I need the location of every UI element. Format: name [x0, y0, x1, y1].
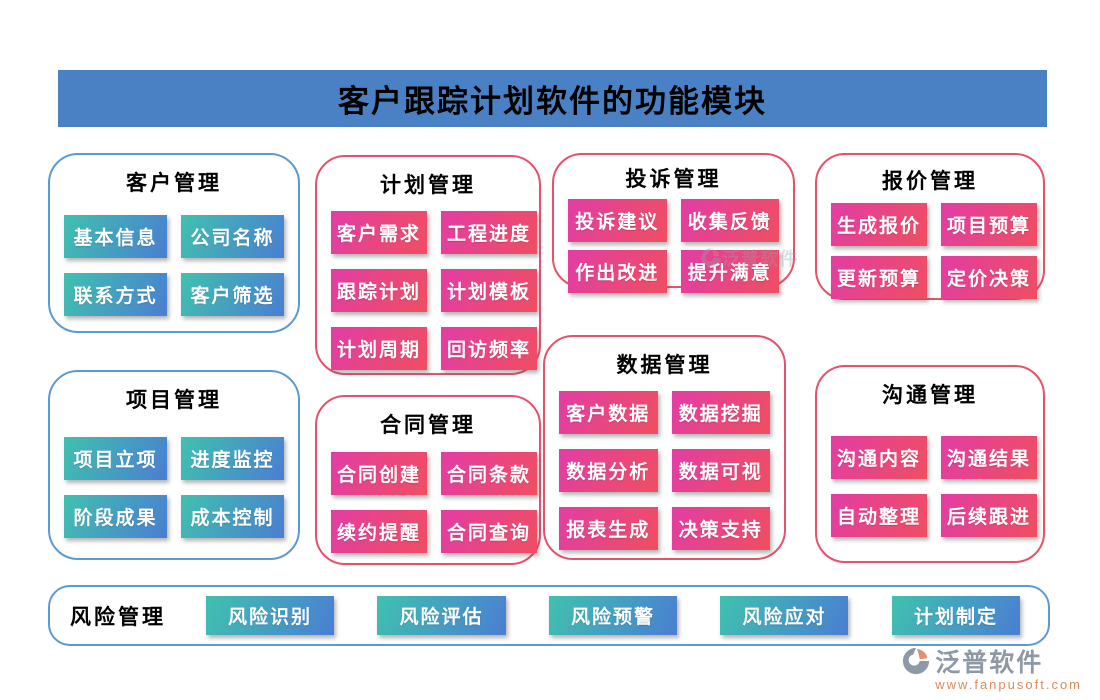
module-button-generate-quote[interactable]: 生成报价	[831, 203, 928, 246]
card-button-grid: 投诉建议 收集反馈 作出改进 提升满意	[568, 199, 779, 293]
card-button-grid: 生成报价 项目预算 更新预算 定价决策	[831, 203, 1038, 299]
fanpu-logo-icon	[903, 647, 930, 675]
card-button-grid: 基本信息 公司名称 联系方式 客户筛选	[64, 209, 284, 321]
module-button-data-visualization[interactable]: 数据可视	[671, 449, 770, 492]
module-button-company-name[interactable]: 公司名称	[181, 214, 284, 258]
module-button-risk-identification[interactable]: 风险识别	[206, 596, 335, 635]
module-button-risk-assessment[interactable]: 风险评估	[377, 596, 506, 635]
module-button-make-improvement[interactable]: 作出改进	[568, 250, 667, 293]
module-button-customer-filter[interactable]: 客户筛选	[181, 272, 284, 316]
module-button-follow-up[interactable]: 后续跟进	[941, 493, 1038, 537]
card-title: 项目管理	[126, 388, 222, 412]
card-title: 计划管理	[380, 173, 476, 197]
card-button-grid: 合同创建 合同条款 续约提醒 合同查询	[331, 451, 538, 553]
module-button-report-generation[interactable]: 报表生成	[559, 507, 658, 550]
risk-band-title: 风险管理	[70, 604, 166, 629]
module-button-plan-formulation[interactable]: 计划制定	[891, 596, 1020, 635]
footer-brand: 泛普软件 www.fanpusoft.com	[901, 643, 1082, 692]
risk-button-row: 风险识别 风险评估 风险预警 风险应对 计划制定	[206, 596, 1020, 635]
page-title-banner: 客户跟踪计划软件的功能模块	[58, 70, 1047, 127]
module-button-risk-response[interactable]: 风险应对	[720, 596, 849, 635]
brand-url: www.fanpusoft.com	[935, 677, 1082, 692]
card-button-grid: 客户需求 工程进度 跟踪计划 计划模板 计划周期 回访频率	[331, 211, 538, 370]
module-button-collect-feedback[interactable]: 收集反馈	[680, 199, 779, 242]
card-data-management: 数据管理 客户数据 数据挖掘 数据分析 数据可视 报表生成 决策支持	[543, 335, 786, 560]
card-title: 投诉管理	[625, 167, 722, 191]
card-quotation-management: 报价管理 生成报价 项目预算 更新预算 定价决策	[815, 153, 1045, 300]
module-button-cost-control[interactable]: 成本控制	[181, 494, 284, 538]
card-title: 数据管理	[616, 353, 713, 377]
module-button-communication-content[interactable]: 沟通内容	[831, 435, 928, 479]
card-title: 沟通管理	[882, 383, 978, 407]
brand-row: 泛普软件	[901, 643, 1043, 679]
module-button-auto-organize[interactable]: 自动整理	[831, 493, 928, 537]
card-plan-management: 计划管理 客户需求 工程进度 跟踪计划 计划模板 计划周期 回访频率	[315, 155, 541, 375]
card-communication-management: 沟通管理 沟通内容 沟通结果 自动整理 后续跟进	[815, 365, 1045, 563]
module-button-customer-data[interactable]: 客户数据	[559, 391, 658, 434]
module-button-renewal-reminder[interactable]: 续约提醒	[331, 509, 428, 553]
card-button-grid: 项目立项 进度监控 阶段成果 成本控制	[64, 426, 284, 548]
module-button-improve-satisfaction[interactable]: 提升满意	[680, 250, 779, 293]
brand-name: 泛普软件	[935, 650, 1044, 677]
module-button-contact-info[interactable]: 联系方式	[64, 272, 167, 316]
module-button-contract-query[interactable]: 合同查询	[441, 509, 538, 553]
module-button-risk-warning[interactable]: 风险预警	[548, 596, 677, 635]
module-button-customer-demand[interactable]: 客户需求	[331, 211, 428, 254]
module-button-data-mining[interactable]: 数据挖掘	[671, 391, 770, 434]
card-contract-management: 合同管理 合同创建 合同条款 续约提醒 合同查询	[315, 395, 541, 565]
risk-management-band: 风险管理 风险识别 风险评估 风险预警 风险应对 计划制定	[48, 585, 1050, 646]
module-button-data-analysis[interactable]: 数据分析	[559, 449, 658, 492]
module-button-plan-cycle[interactable]: 计划周期	[331, 327, 428, 370]
card-button-grid: 客户数据 数据挖掘 数据分析 数据可视 报表生成 决策支持	[559, 391, 770, 550]
module-button-contract-creation[interactable]: 合同创建	[331, 451, 428, 495]
module-button-contract-terms[interactable]: 合同条款	[441, 451, 538, 495]
card-complaint-management: 投诉管理 投诉建议 收集反馈 作出改进 提升满意	[552, 153, 795, 293]
card-title: 合同管理	[380, 413, 476, 437]
module-button-project-initiation[interactable]: 项目立项	[64, 436, 167, 480]
card-button-grid: 沟通内容 沟通结果 自动整理 后续跟进	[831, 421, 1038, 551]
card-title: 报价管理	[882, 169, 978, 193]
module-button-revisit-frequency[interactable]: 回访频率	[441, 327, 538, 370]
card-title: 客户管理	[126, 171, 222, 195]
module-button-progress-monitoring[interactable]: 进度监控	[181, 436, 284, 480]
module-button-pricing-decision[interactable]: 定价决策	[941, 256, 1038, 299]
module-button-communication-result[interactable]: 沟通结果	[941, 435, 1038, 479]
module-button-basic-info[interactable]: 基本信息	[64, 214, 167, 258]
module-button-update-budget[interactable]: 更新预算	[831, 256, 928, 299]
module-button-stage-results[interactable]: 阶段成果	[64, 494, 167, 538]
module-button-project-budget[interactable]: 项目预算	[941, 203, 1038, 246]
module-button-plan-template[interactable]: 计划模板	[441, 269, 538, 312]
card-customer-management: 客户管理 基本信息 公司名称 联系方式 客户筛选	[48, 153, 300, 333]
module-button-decision-support[interactable]: 决策支持	[671, 507, 770, 550]
card-project-management: 项目管理 项目立项 进度监控 阶段成果 成本控制	[48, 370, 300, 560]
module-button-complaint-suggestion[interactable]: 投诉建议	[568, 199, 667, 242]
module-button-engineering-progress[interactable]: 工程进度	[441, 211, 538, 254]
module-button-tracking-plan[interactable]: 跟踪计划	[331, 269, 428, 312]
page-title: 客户跟踪计划软件的功能模块	[338, 84, 767, 119]
